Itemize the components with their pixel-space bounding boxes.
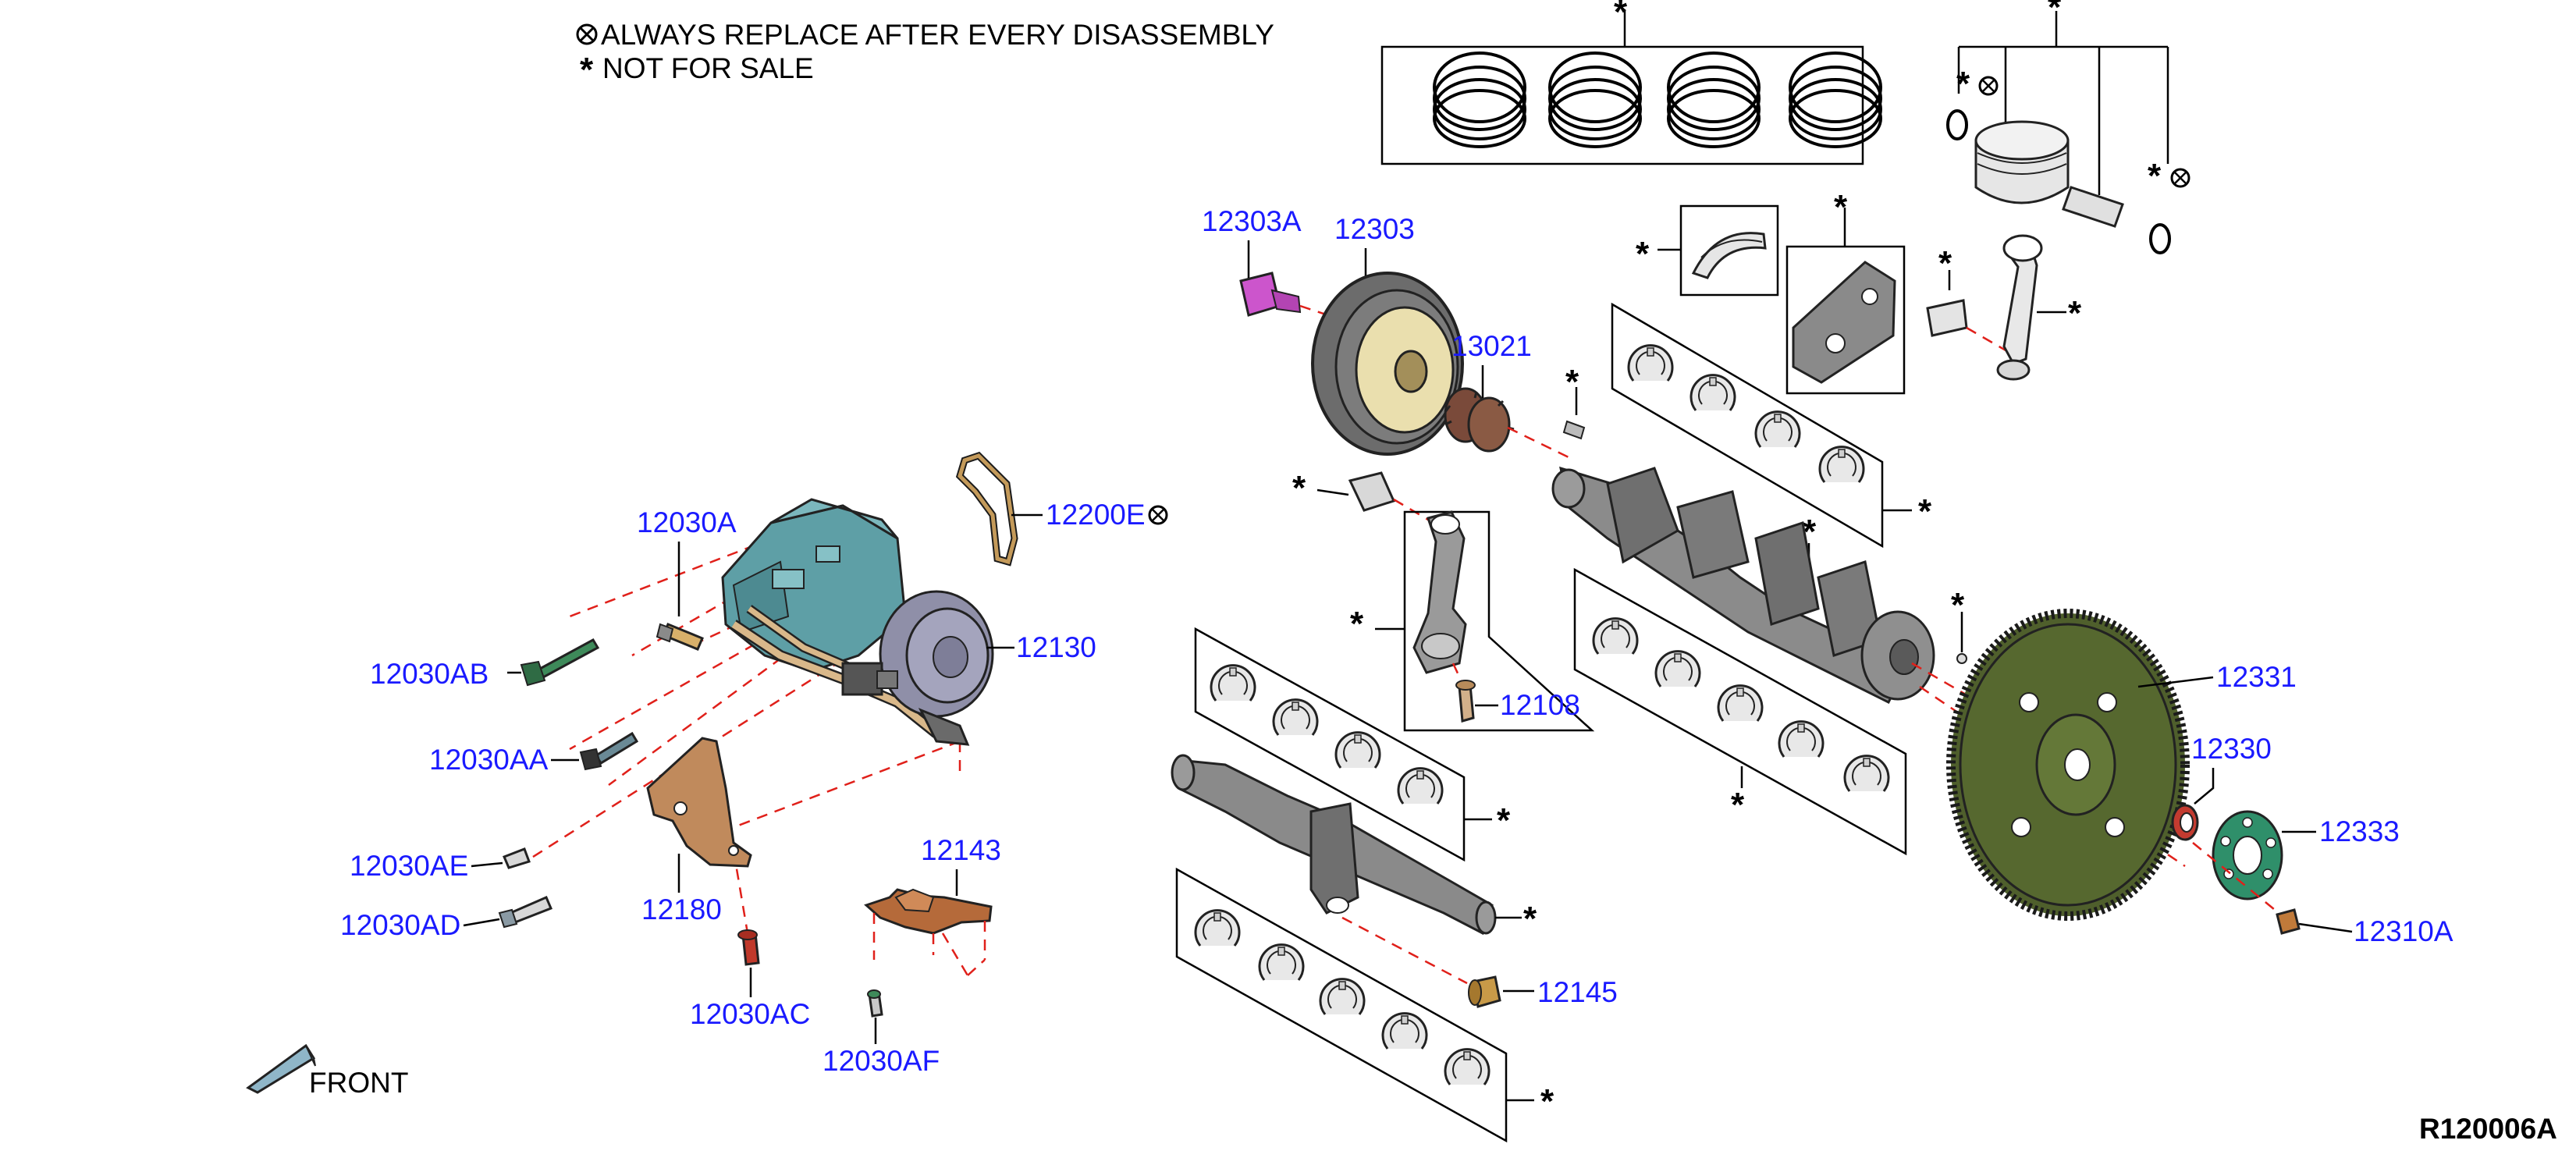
asterisk-mark: *: [1614, 0, 1628, 31]
bolt-12030AD-group: 12030AD: [340, 896, 553, 941]
main-cap-group: *: [1785, 188, 1906, 395]
part-label-12030AD[interactable]: 12030AD: [340, 909, 460, 941]
piston-group: * * *: [1946, 0, 2190, 254]
piston-pin-clip-right: [2149, 223, 2171, 254]
conrod-bushing: [1926, 299, 1968, 337]
front-label: FRONT: [309, 1067, 408, 1099]
legend: ALWAYS REPLACE AFTER EVERY DISASSEMBLY *…: [576, 19, 1274, 89]
gasket-12200E-group: 12200E: [955, 451, 1168, 567]
part-label-12143[interactable]: 12143: [921, 834, 1001, 866]
part-label-12200E[interactable]: 12200E: [1046, 499, 1146, 531]
bolt-12030AA: [594, 731, 639, 765]
part-label-12303[interactable]: 12303: [1334, 213, 1415, 245]
lower-bearing-set: *: [1573, 567, 1907, 856]
not-for-sale-note: NOT FOR SALE: [602, 52, 814, 84]
upper-conrod-group: * *: [1926, 234, 2082, 381]
asterisk-mark: *: [1918, 492, 1932, 531]
plate-12333-group: 12333: [2212, 810, 2400, 900]
piston-pin-clip-left: [1946, 109, 1968, 140]
middle-conrod-group: * * 12108: [1292, 469, 1595, 732]
crank-sprocket-group: 13021: [1444, 330, 1569, 459]
asterisk-mark: *: [1497, 801, 1511, 840]
part-label-12333[interactable]: 12333: [2319, 815, 2400, 847]
bolt-12030A-group: 12030A: [637, 506, 737, 651]
bolt-12030AE: [503, 847, 531, 869]
part-label-12310A[interactable]: 12310A: [2354, 915, 2453, 947]
asterisk-mark: *: [1292, 469, 1306, 507]
part-label-12030A[interactable]: 12030A: [637, 506, 737, 538]
asterisk-mark: *: [2068, 294, 2082, 332]
bolt-12030AA-group: 12030AA: [429, 731, 639, 776]
crank-key-group: *: [1562, 363, 1586, 440]
replace-symbol-icon: [576, 23, 598, 45]
asterisk-mark: *: [1938, 244, 1952, 282]
asterisk-mark: *: [2148, 157, 2162, 195]
balancer-shaft-group: *: [1171, 754, 1537, 985]
bolt-12030AE-group: 12030AE: [350, 847, 531, 882]
asterisk-mark: *: [1731, 786, 1745, 824]
asterisk-mark: *: [2048, 0, 2062, 27]
bracket-12180-group: 12180: [641, 737, 752, 925]
part-label-12030AF[interactable]: 12030AF: [823, 1045, 940, 1077]
asterisk-mark: *: [1350, 605, 1364, 643]
front-arrow-icon: [246, 1043, 316, 1094]
cam-upper-bearing-set: *: [1194, 627, 1511, 862]
cam-lower-bearing-set: *: [1175, 867, 1554, 1143]
bushing-12145-group: 12145: [1468, 975, 1618, 1008]
diagram-code: R120006A: [2419, 1113, 2557, 1145]
crank-dowel-group: *: [1951, 586, 1967, 664]
connecting-rod: [1412, 510, 1467, 674]
crank-pulley-group: 12303A 12303: [1202, 205, 1507, 456]
part-label-12030AB[interactable]: 12030AB: [370, 658, 489, 690]
part-label-13021[interactable]: 13021: [1451, 330, 1532, 362]
part-label-12303A[interactable]: 12303A: [1202, 205, 1302, 237]
part-label-12130[interactable]: 12130: [1016, 631, 1096, 663]
part-label-12030AA[interactable]: 12030AA: [429, 744, 549, 776]
crankshaft-group: *: [1551, 466, 1935, 705]
asterisk-mark: *: [1523, 900, 1537, 938]
part-label-12108[interactable]: 12108: [1500, 689, 1580, 721]
part-label-12180[interactable]: 12180: [641, 893, 722, 925]
flywheel-group: 12331: [1911, 609, 2297, 921]
asterisk-mark: *: [1565, 363, 1579, 401]
part-label-12145[interactable]: 12145: [1537, 976, 1618, 1008]
bolt-12030AB: [536, 638, 600, 680]
thrust-washer-group: *: [1636, 204, 1779, 297]
oil-pump-assembly-group: 12130: [530, 498, 1096, 934]
upper-bearing-set: *: [1611, 302, 1932, 549]
replace-note: ALWAYS REPLACE AFTER EVERY DISASSEMBLY: [601, 19, 1274, 51]
piston-pin: [2062, 186, 2124, 228]
seal-12330-group: 12330: [2171, 733, 2272, 841]
bolt-12030AD: [508, 896, 553, 924]
bolt-12030AC-group: 12030AC: [690, 929, 810, 1030]
part-label-12330[interactable]: 12330: [2191, 733, 2272, 765]
piston-rings-box: [1380, 45, 1864, 165]
asterisk-mark: *: [1834, 188, 1848, 226]
bracket-12143-group: 12143: [864, 834, 1001, 976]
part-label-12030AC[interactable]: 12030AC: [690, 998, 810, 1030]
asterisk-mark: *: [1956, 65, 1970, 103]
piston-rings-group: *: [1380, 0, 1882, 165]
part-label-12030AE[interactable]: 12030AE: [350, 850, 468, 882]
flywheel-bolt: [2276, 908, 2301, 935]
bolt-12030AB-group: 12030AB: [370, 638, 600, 690]
bolt-12030AF-group: 12030AF: [823, 989, 940, 1077]
bolt-12310A-group: 12310A: [2192, 842, 2453, 947]
bracket-12180: [646, 737, 752, 868]
asterisk-mark: *: [1951, 586, 1965, 624]
asterisk-mark: *: [1540, 1082, 1554, 1121]
conrod-small-end-bushing: [1348, 471, 1396, 512]
asterisk-mark: *: [1636, 235, 1650, 273]
part-label-12331[interactable]: 12331: [2216, 661, 2297, 693]
solenoid-valve: [841, 662, 883, 696]
not-for-sale-asterisk: *: [580, 51, 594, 89]
